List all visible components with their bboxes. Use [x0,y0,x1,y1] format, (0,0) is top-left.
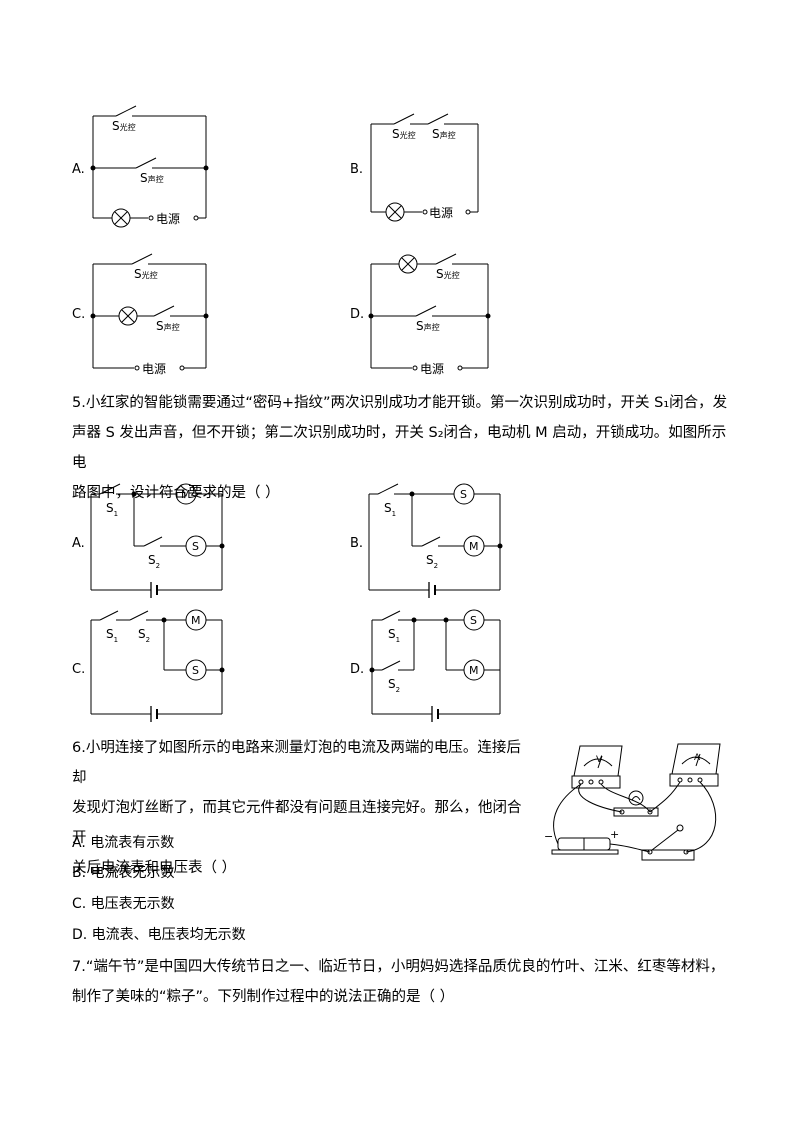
q5-circuit-b: S M S1 S2 [364,480,509,608]
q5-circuit-a: M S S1 S2 [86,480,231,608]
q6-choice-c[interactable]: C. 电压表无示数 [72,896,175,912]
svg-text:S2: S2 [388,677,400,694]
q6-line-2: 发现灯泡灯丝断了，而其它元件都没有问题且连接完好。那么，他闭合开 [72,800,522,846]
svg-text:M: M [191,614,201,627]
q5-circuit-c: M S S1 S2 [86,606,231,730]
svg-text:S: S [192,664,199,677]
q4-option-a-label: A. [72,162,85,177]
svg-text:M: M [469,540,479,553]
svg-text:S1: S1 [106,627,118,644]
q5-circuit-d: S M S1 S2 [364,606,509,730]
svg-text:S光控: S光控 [112,119,136,133]
battery-negative: − [544,830,553,843]
q6-stem: 6.小明连接了如图所示的电路来测量灯泡的电流及两端的电压。连接后却 发现灯泡灯丝… [72,733,532,883]
svg-text:S2: S2 [426,553,438,570]
q6-line-1: 6.小明连接了如图所示的电路来测量灯泡的电流及两端的电压。连接后却 [72,740,521,786]
q4-circuit-a: S光控 S声控 电源 [88,100,213,234]
q6-choice-b[interactable]: B. 电流表无示数 [72,865,175,881]
q4-circuit-b: S光控 S声控 电源 [366,108,486,228]
svg-text:M: M [469,664,479,677]
svg-text:S1: S1 [388,627,400,644]
svg-text:S1: S1 [384,501,396,518]
battery-positive: + [610,828,619,841]
svg-text:S光控: S光控 [134,267,158,281]
speaker-symbol: S [192,540,199,553]
svg-text:S声控: S声控 [416,319,440,333]
voltmeter-symbol: V [596,755,603,765]
svg-text:电源: 电源 [420,362,444,376]
q6-choice-a[interactable]: A. 电流表有示数 [72,835,175,851]
label-s: S [112,119,120,133]
q7-line-1: 7.“端午节”是中国四大传统节日之一、临近节日，小明妈妈选择品质优良的竹叶、江米… [72,959,725,975]
svg-text:S1: S1 [106,501,118,518]
q5-option-d-label: D. [350,662,365,677]
q7-stem: 7.“端午节”是中国四大传统节日之一、临近节日，小明妈妈选择品质优良的竹叶、江米… [72,952,732,1012]
svg-text:S声控: S声控 [156,319,180,333]
q5-line-1: 5.小红家的智能锁需要通过“密码+指纹”两次识别成功才能开锁。第一次识别成功时，… [72,395,728,411]
svg-text:S: S [470,614,477,627]
motor-symbol: M [181,488,191,501]
svg-text:S2: S2 [148,553,160,570]
svg-text:S: S [460,488,467,501]
label-power: 电源 [156,212,180,226]
q4-option-d-label: D. [350,307,365,322]
ammeter-symbol: A [694,753,701,763]
q5-option-c-label: C. [72,662,86,677]
svg-text:S声控: S声控 [140,171,164,185]
q4-option-b-label: B. [350,162,364,177]
svg-text:S光控: S光控 [392,127,416,141]
q5-line-2: 声器 S 发出声音，但不开锁；第二次识别成功时，开关 S₂闭合，电动机 M 启动… [72,425,727,471]
svg-text:电源: 电源 [429,206,453,220]
q4-option-c-label: C. [72,307,86,322]
q6-choice-d[interactable]: D. 电流表、电压表均无示数 [72,927,246,943]
q4-circuit-c: S光控 S声控 电源 [88,252,213,376]
label-light-control: 光控 [120,122,136,132]
q4-circuit-d: S光控 S声控 电源 [366,252,494,376]
q6-line-3: 关后电流表和电压表（ ） [72,860,237,876]
q6-apparatus-figure: V A − + [540,738,730,873]
q7-line-2: 制作了美味的“粽子”。下列制作过程中的说法正确的是（ ） [72,989,455,1005]
q5-option-a-label: A. [72,536,85,551]
q5-option-b-label: B. [350,536,364,551]
svg-text:S光控: S光控 [436,267,460,281]
label-sound-control: 声控 [148,174,164,184]
svg-text:S2: S2 [138,627,150,644]
svg-text:S声控: S声控 [432,127,456,141]
svg-text:电源: 电源 [142,362,166,376]
